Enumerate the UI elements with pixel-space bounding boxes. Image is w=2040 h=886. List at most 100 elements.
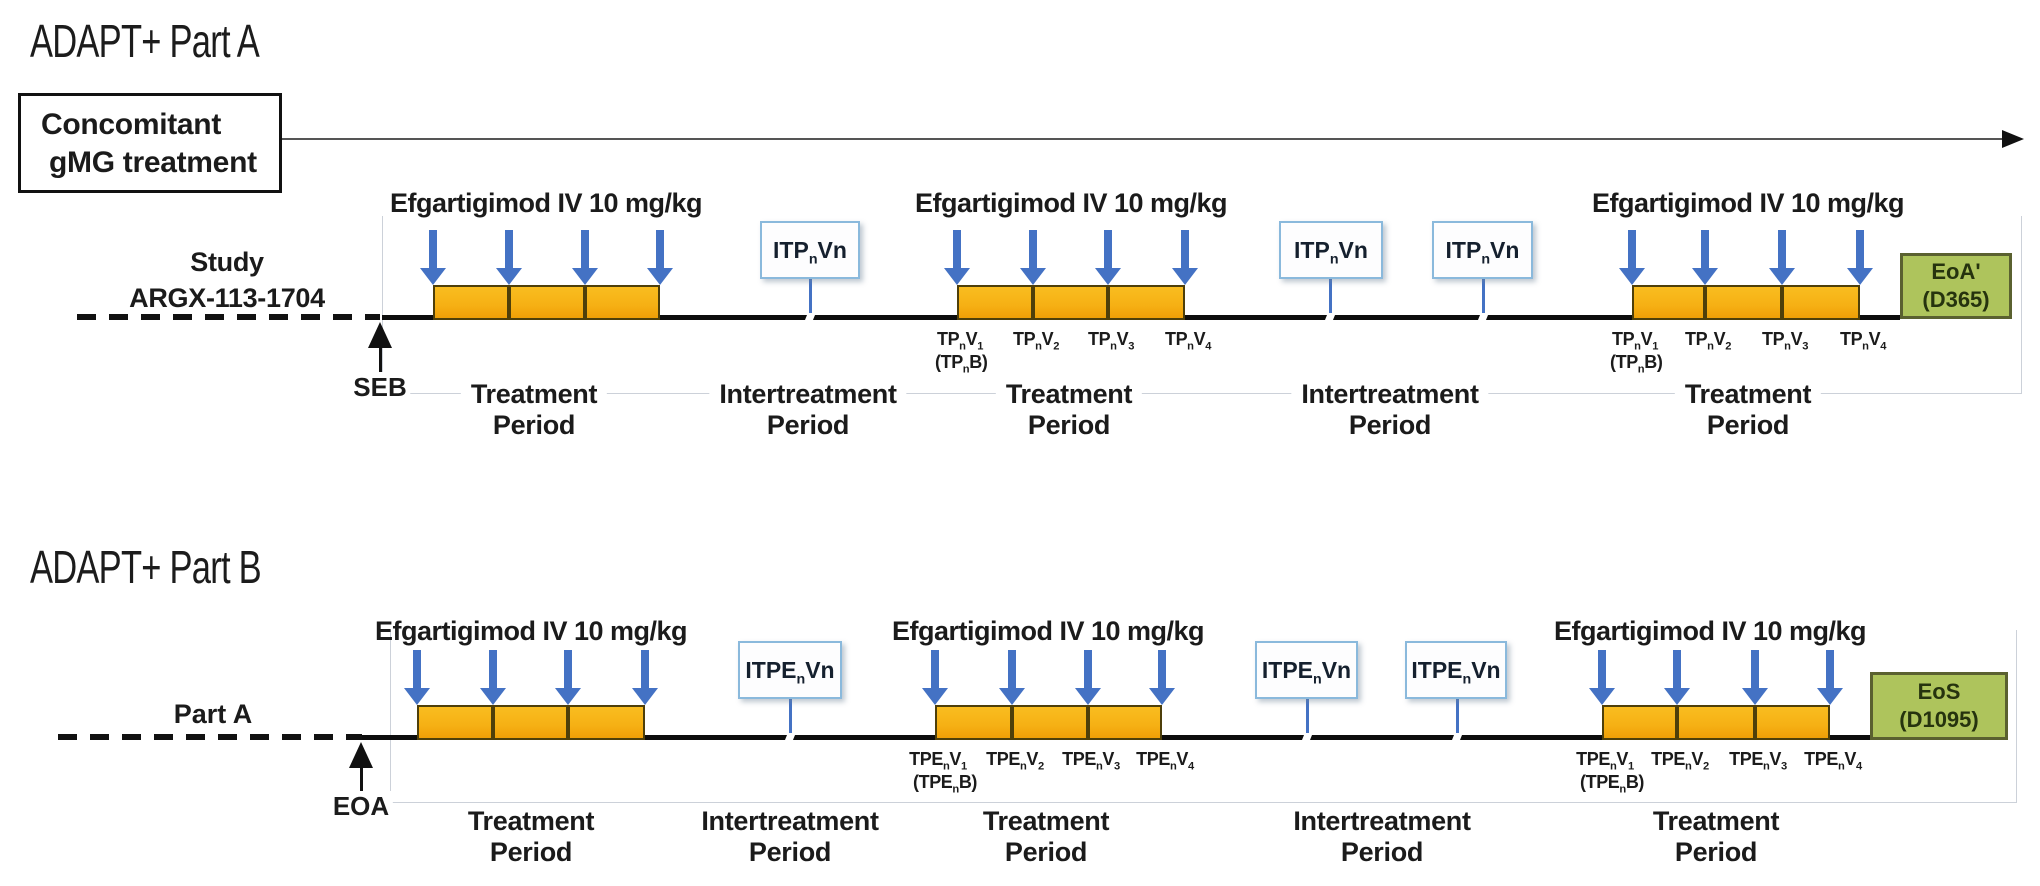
seb-arrow-shaft <box>379 346 382 372</box>
part_a-period-label-line: Period <box>1348 410 1432 440</box>
part_a-treatment-visit-label-2-1: TPnV1 <box>936 329 984 353</box>
part_b-treatment-visit-label-2-2: TPEnV2 <box>986 749 1044 773</box>
part_a-visit-connector-3 <box>1482 279 1485 315</box>
part_b-treatment-visit-label-3-3: TPEnV3 <box>1729 749 1787 773</box>
part_a-treatment-cycle-box-1-1 <box>433 285 509 320</box>
part_a-intertreatment-visit-box-1: ITPnVn <box>760 221 860 279</box>
part_a-infusion-arrow-shaft-2-1 <box>953 230 961 271</box>
eoa-arrow-shaft <box>360 766 363 792</box>
part_b-treatment-cycle-box-3-3 <box>1755 705 1830 740</box>
part_a-infusion-arrow-icon-1-4 <box>647 268 673 285</box>
part_a-period-label-line: Intertreatment <box>1301 379 1479 409</box>
part_b-treatment-cycle-box-3-2 <box>1677 705 1755 740</box>
part_b-treatment-cycle-box-2-3 <box>1088 705 1162 740</box>
part_b-treatment-cycle-box-2-1 <box>935 705 1012 740</box>
part_a-infusion-arrow-icon-2-1 <box>944 268 970 285</box>
part_a-baseline-visit-label-3: (TPnB) <box>1610 352 1663 376</box>
seb-arrow-icon <box>368 322 392 348</box>
part_b-treatment-cycle-box-2-2 <box>1012 705 1088 740</box>
part_b-infusion-arrow-shaft-1-3 <box>564 650 572 691</box>
part_b-infusion-arrow-shaft-2-4 <box>1158 650 1166 691</box>
part_b-baseline-visit-label-3: (TPEnB) <box>1580 772 1645 796</box>
part_b-infusion-arrow-icon-3-1 <box>1589 688 1615 705</box>
part_a-dose-label-1: Efgartigimod IV 10 mg/kg <box>389 188 703 218</box>
part_b-infusion-arrow-shaft-3-3 <box>1751 650 1759 691</box>
part_a-visit-connector-1 <box>809 279 812 315</box>
part_a-infusion-arrow-icon-2-2 <box>1020 268 1046 285</box>
part_a-infusion-arrow-shaft-1-3 <box>581 230 589 271</box>
part-b-title: ADAPT+ Part B <box>30 541 262 593</box>
part_a-period-label-line: Treatment <box>470 379 598 409</box>
part_a-period-label-line: Period <box>1027 410 1111 440</box>
part_a-period-label-line: Treatment <box>1684 379 1812 409</box>
part_a-infusion-arrow-icon-3-4 <box>1847 268 1873 285</box>
seb-marker-label: SEB <box>349 372 411 403</box>
part_b-infusion-arrow-shaft-1-4 <box>641 650 649 691</box>
part_b-infusion-arrow-icon-1-3 <box>555 688 581 705</box>
part_a-period-label-line: Intertreatment <box>719 379 897 409</box>
part_a-infusion-arrow-icon-2-4 <box>1172 268 1198 285</box>
part_b-infusion-arrow-icon-3-2 <box>1664 688 1690 705</box>
concomitant-treatment-box: Concomitant gMG treatment <box>18 93 282 193</box>
part_a-dose-label-2: Efgartigimod IV 10 mg/kg <box>914 188 1228 218</box>
part_a-end-box: EoA'(D365) <box>1900 253 2012 319</box>
part_b-treatment-visit-label-2-4: TPEnV4 <box>1136 749 1194 773</box>
part_b-visit-connector-2 <box>1306 699 1309 735</box>
part_b-period-label-line: Intertreatment <box>701 806 879 836</box>
part_a-treatment-visit-label-2-2: TPnV2 <box>1012 329 1060 353</box>
part_a-treatment-visit-label-3-3: TPnV3 <box>1761 329 1809 353</box>
part_b-period-label-line: Treatment <box>467 806 595 836</box>
part_a-dose-label-3: Efgartigimod IV 10 mg/kg <box>1591 188 1905 218</box>
part_b-intertreatment-visit-box-2: ITPEnVn <box>1255 641 1358 699</box>
part_a-treatment-visit-label-3-4: TPnV4 <box>1839 329 1887 353</box>
part-a-title: ADAPT+ Part A <box>30 15 260 67</box>
part_a-period-label-line: Period <box>766 410 850 440</box>
part_a-treatment-cycle-box-3-2 <box>1705 285 1782 320</box>
part_b-period-label-line: Period <box>489 837 573 867</box>
part_b-infusion-arrow-icon-1-1 <box>404 688 430 705</box>
part_a-infusion-arrow-shaft-2-4 <box>1181 230 1189 271</box>
part_a-treatment-visit-label-3-1: TPnV1 <box>1611 329 1659 353</box>
part_a-treatment-cycle-box-1-3 <box>585 285 660 320</box>
part_b-infusion-arrow-shaft-2-1 <box>931 650 939 691</box>
part_b-treatment-visit-label-2-3: TPEnV3 <box>1062 749 1120 773</box>
study-label-line2: ARGX-113-1704 <box>129 283 325 313</box>
part_a-infusion-arrow-shaft-2-3 <box>1104 230 1112 271</box>
part_b-visit-connector-1 <box>789 699 792 735</box>
part_a-period-label-line: Treatment <box>1005 379 1133 409</box>
part_b-period-label-line: Treatment <box>1652 806 1780 836</box>
part_a-treatment-cycle-box-3-1 <box>1632 285 1705 320</box>
part_a-infusion-arrow-shaft-1-2 <box>505 230 513 271</box>
part_b-intertreatment-visit-box-1: ITPEnVn <box>738 641 842 699</box>
part_b-baseline-visit-label-2: (TPEnB) <box>913 772 978 796</box>
part_b-dose-label-1: Efgartigimod IV 10 mg/kg <box>374 616 688 646</box>
part_b-infusion-arrow-icon-3-4 <box>1817 688 1843 705</box>
part_b-infusion-arrow-icon-1-4 <box>632 688 658 705</box>
part_a-treatment-cycle-box-2-1 <box>957 285 1033 320</box>
part_b-intertreatment-visit-box-3: ITPEnVn <box>1405 641 1507 699</box>
part_a-infusion-arrow-icon-3-1 <box>1619 268 1645 285</box>
part_b-infusion-arrow-shaft-3-1 <box>1598 650 1606 691</box>
study-axis-label: Study ARGX-113-1704 <box>77 244 377 316</box>
part_a-infusion-arrow-shaft-1-4 <box>656 230 664 271</box>
part_b-end-box-line1: EoS <box>1917 679 1961 704</box>
part_b-infusion-arrow-icon-1-2 <box>480 688 506 705</box>
part_b-dose-label-3: Efgartigimod IV 10 mg/kg <box>1553 616 1867 646</box>
part_b-visit-connector-3 <box>1456 699 1459 735</box>
part_a-infusion-arrow-shaft-3-2 <box>1701 230 1709 271</box>
part-a-prestudy-dashed-line <box>77 314 380 320</box>
part_a-infusion-arrow-icon-1-2 <box>496 268 522 285</box>
study-label-line1: Study <box>190 247 264 277</box>
part_a-visit-connector-2 <box>1329 279 1332 315</box>
part_b-infusion-arrow-shaft-1-1 <box>413 650 421 691</box>
part_b-infusion-arrow-shaft-1-2 <box>489 650 497 691</box>
part_b-treatment-cycle-box-1-1 <box>417 705 493 740</box>
part_a-treatment-cycle-box-2-3 <box>1108 285 1185 320</box>
part_b-treatment-cycle-box-1-3 <box>568 705 645 740</box>
